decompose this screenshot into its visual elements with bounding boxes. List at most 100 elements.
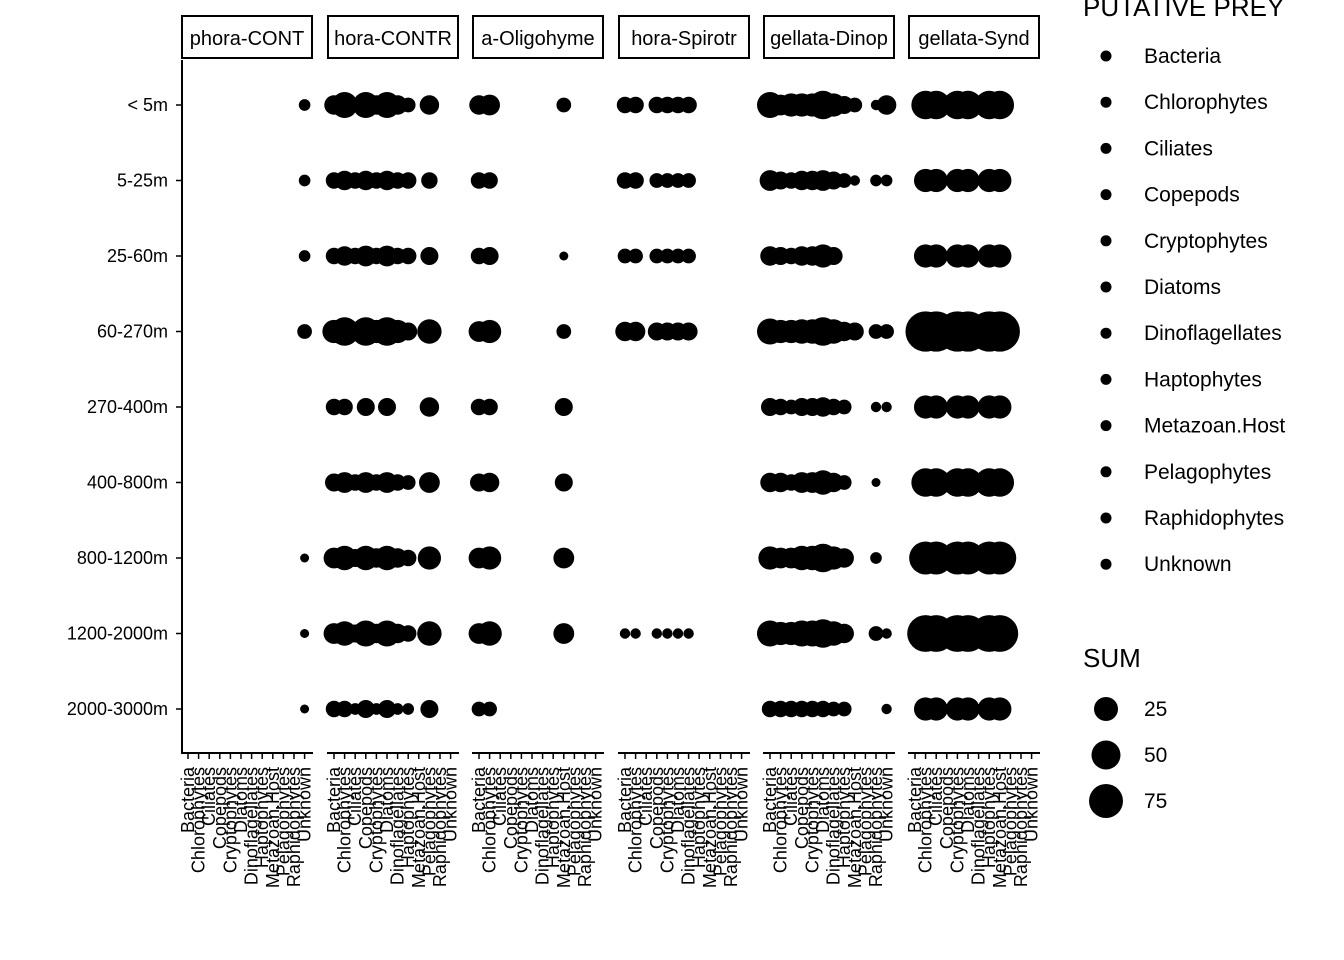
facet-strip-label: gellata-Dinop [770,28,888,50]
bubble-diatoms [814,700,832,718]
x-tick-label: Raphidophytes [284,767,304,887]
legend-size-dot [1089,784,1123,818]
legend-key-dot [1100,373,1112,385]
legend-size-label: 75 [1144,790,1167,813]
bubble-copepods [651,628,662,639]
x-tick-label: Haptophytes [543,767,563,868]
bubble-pelagophytes [420,246,439,266]
bubble-metazoan-host [979,311,1020,352]
facet-strip-box [327,15,459,59]
x-tick-label: Cryptophytes [657,767,677,873]
x-tick-label: Bacteria [760,766,780,833]
legend-key-dot [1100,512,1112,524]
legend-key-dot [1100,558,1112,570]
facet-strip-label: phora-CONT [190,28,304,50]
y-tick-label: < 5m [127,95,168,115]
x-tick-label: Unknown [1022,767,1042,842]
bubble-dinoflagellates [825,398,842,416]
x-tick-label: Haptophytes [979,767,999,868]
bubble-raphidophytes [868,324,884,339]
bubble-diatoms [672,628,684,639]
x-tick-label: Unknown [586,767,606,842]
x-tick-label: Diatoms [668,767,688,833]
legend-size-25: 25 [1094,697,1167,721]
facet-strip-1: phora-CONT [181,15,313,59]
x-tick-label: Ciliates [781,767,801,826]
bubble-diatoms [956,697,980,721]
x-tick-label: Chlorophytes [626,767,646,873]
facet-strip-label: hora-CONTR [334,28,452,50]
facet-strip-6: gellata-Synd [908,15,1040,59]
bubble-pelagophytes [421,172,438,189]
x-tick-label: Ciliates [199,767,219,826]
x-tick-label: Dinoflagellates [679,767,699,885]
bubble-metazoan-host [554,397,573,417]
bubble-chlorophytes [331,92,358,118]
legend-label: Cryptophytes [1144,230,1268,253]
x-tick-label: Chlorophytes [480,767,500,873]
x-tick-label: Pelagophytes [273,767,293,876]
x-tick-label: Chlorophytes [916,767,936,873]
bubble-chlorophytes [477,319,502,344]
x-tick-label: Ciliates [926,767,946,826]
bubble-haptophytes [399,172,417,189]
bubble-haptophytes [836,173,852,188]
bubble-haptophytes [834,623,854,644]
facet-strip-box [908,15,1040,59]
legend-size-label: 50 [1144,744,1167,767]
legend-key-dot [1100,235,1112,247]
legend-size-dot [1094,697,1118,721]
x-tick-label: Ciliates [345,767,365,826]
bubble-haptophytes [402,703,415,715]
bubble-diatoms [953,90,983,120]
x-axis-panel-5: BacteriaChlorophytesCiliatesCopepodsCryp… [760,752,897,888]
bubble-dinoflagellates [824,246,843,266]
bubble-pelagophytes [420,699,439,719]
bubble-pelagophytes [419,472,440,493]
bubble-haptophytes [400,475,416,490]
bubble-chlorophytes [481,172,498,189]
legend-item-bacteria: Bacteria [1100,45,1221,68]
legend-item-chlorophytes: Chlorophytes [1100,91,1268,114]
legend-label: Unknown [1144,553,1232,576]
legend-item-pelagophytes: Pelagophytes [1100,461,1271,484]
bubble-ciliates [924,395,948,419]
bubble-pelagophytes [417,319,442,344]
bubble-chlorophytes [480,246,499,266]
x-tick-label: Diatoms [377,767,397,833]
bubble-dinoflagellates [680,96,697,114]
x-axis-panel-4: BacteriaChlorophytesCiliatesCopepodsCryp… [615,752,752,888]
x-tick-label: Cryptophytes [947,767,967,873]
x-tick-label: Unknown [877,767,897,842]
bubble-metazoan-host [847,97,863,113]
bubble-metazoan-host [556,97,572,113]
bubble-ciliates [924,168,948,193]
bubble-chlorophytes [625,321,646,342]
bubble-haptophytes [836,701,852,717]
bubble-dinoflagellates [824,171,843,190]
bubble-pelagophytes [417,546,442,570]
facet-strips: phora-CONT hora-CONTR a-Oligohyme hora-Spir… [181,15,1040,59]
legend-item-dinoflagellates: Dinoflagellates [1100,322,1282,345]
legend-size-label: 25 [1144,698,1167,721]
bubble-unknown [881,401,892,413]
x-tick-label: Pelagophytes [419,767,439,876]
x-tick-label: Copepods [501,767,521,849]
x-tick-label: Cryptophytes [511,767,531,873]
legend-item-raphidophytes: Raphidophytes [1100,507,1284,530]
x-tick-label: Bacteria [324,766,344,833]
bubble-haptophytes [400,97,416,113]
y-tick-label: 800-1200m [77,548,168,568]
facet-strip-4: hora-Spirotr [618,15,750,59]
bubble-diatoms [670,173,686,188]
x-tick-label: Raphidophytes [430,767,450,887]
facet-strip-3: a-Oligohyme [472,15,604,59]
y-axis: < 5m5-25m25-60m60-270m270-400m400-800m80… [67,60,183,753]
bubble-unknown [876,95,897,115]
facet-strip-2: hora-CONTR [327,15,459,59]
x-tick-label: Diatoms [522,767,542,833]
facet-strip-label: gellata-Synd [918,28,1029,50]
legend-item-metazoan-host: Metazoan.Host [1100,415,1285,438]
x-tick-label: Chlorophytes [189,767,209,873]
